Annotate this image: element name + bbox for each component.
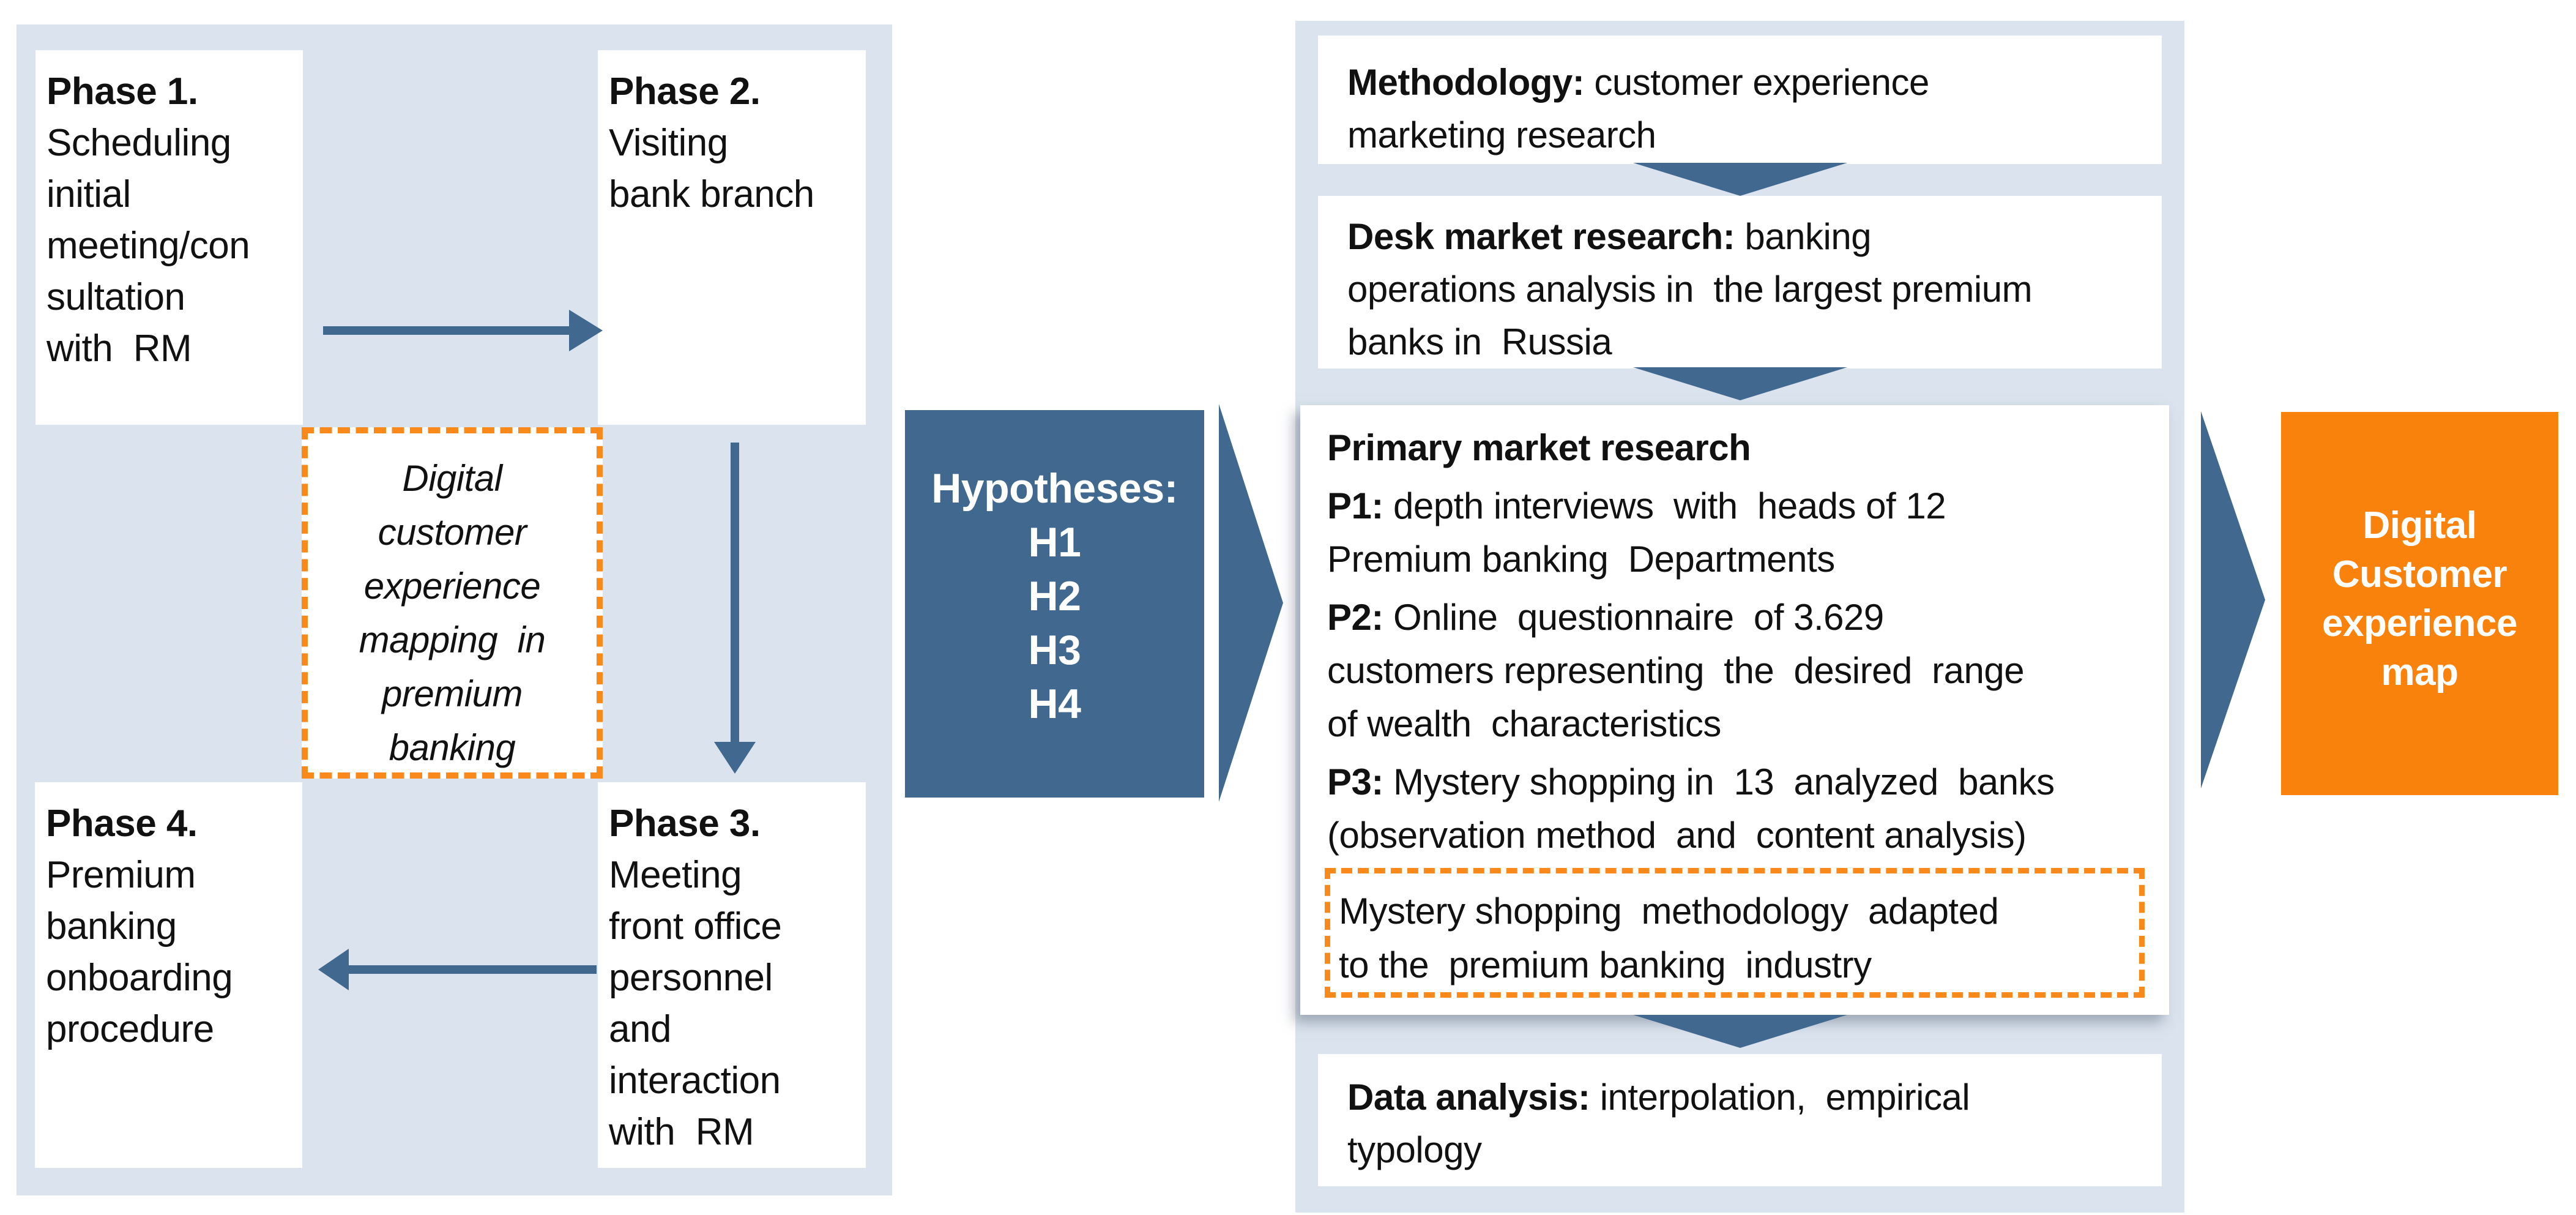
result-flow-arrow-icon	[2201, 411, 2265, 788]
phase-3-title: Phase 3.	[609, 802, 761, 845]
primary-p3: P3: Mystery shopping in 13 analyzed bank…	[1327, 761, 2055, 856]
phase-2-title: Phase 2.	[609, 70, 761, 113]
phase-4-title: Phase 4.	[46, 802, 198, 845]
hypotheses-flow-arrow-icon	[1219, 404, 1283, 802]
primary-research-title: Primary market research	[1327, 427, 1751, 468]
phase-1-title: Phase 1.	[47, 70, 198, 113]
hypotheses-title: Hypotheses:	[931, 465, 1178, 512]
